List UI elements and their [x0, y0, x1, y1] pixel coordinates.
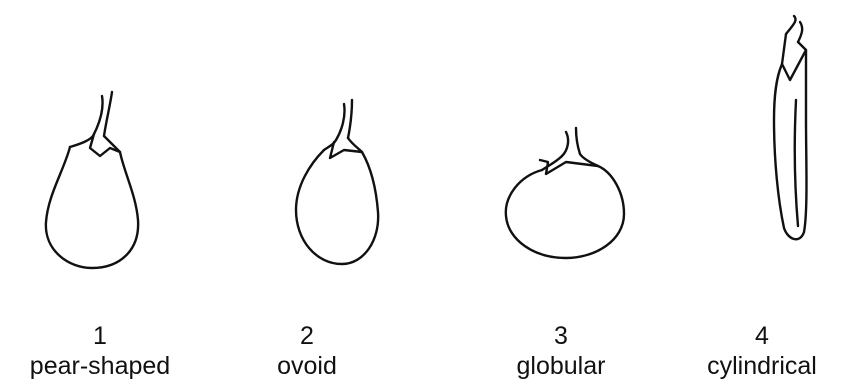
fruit-calyx: [70, 134, 120, 156]
caption-shape-3: 3 globular: [461, 321, 661, 381]
fruit-outline: [46, 147, 138, 268]
caption-shape-1: 1 pear-shaped: [0, 321, 200, 381]
fruit-drawing-globular: [506, 128, 624, 258]
fruit-drawing-ovoid: [296, 100, 378, 264]
fruit-stem: [94, 92, 112, 136]
fruit-stem: [562, 128, 580, 156]
fruit-stem: [336, 100, 352, 140]
caption-shape-2: 2 ovoid: [207, 321, 407, 381]
shape-name: globular: [461, 351, 661, 381]
shape-number: 1: [0, 321, 200, 351]
fruit-outline: [506, 166, 624, 258]
fruit-calyx: [782, 34, 806, 80]
shape-name: pear-shaped: [0, 351, 200, 381]
shape-number: 3: [461, 321, 661, 351]
shape-number: 2: [207, 321, 407, 351]
caption-shape-4: 4 cylindrical: [662, 321, 862, 381]
fruit-drawing-cylindrical: [774, 16, 807, 239]
shape-name: cylindrical: [662, 351, 862, 381]
shape-name: ovoid: [207, 351, 407, 381]
fruit-outline: [296, 150, 378, 264]
fruit-stem: [786, 16, 802, 42]
fruit-calyx: [324, 138, 362, 158]
fruit-drawing-pear-shaped: [46, 92, 138, 268]
fruit-skin-line: [795, 100, 798, 226]
shape-number: 4: [662, 321, 862, 351]
fruit-calyx: [540, 154, 598, 174]
